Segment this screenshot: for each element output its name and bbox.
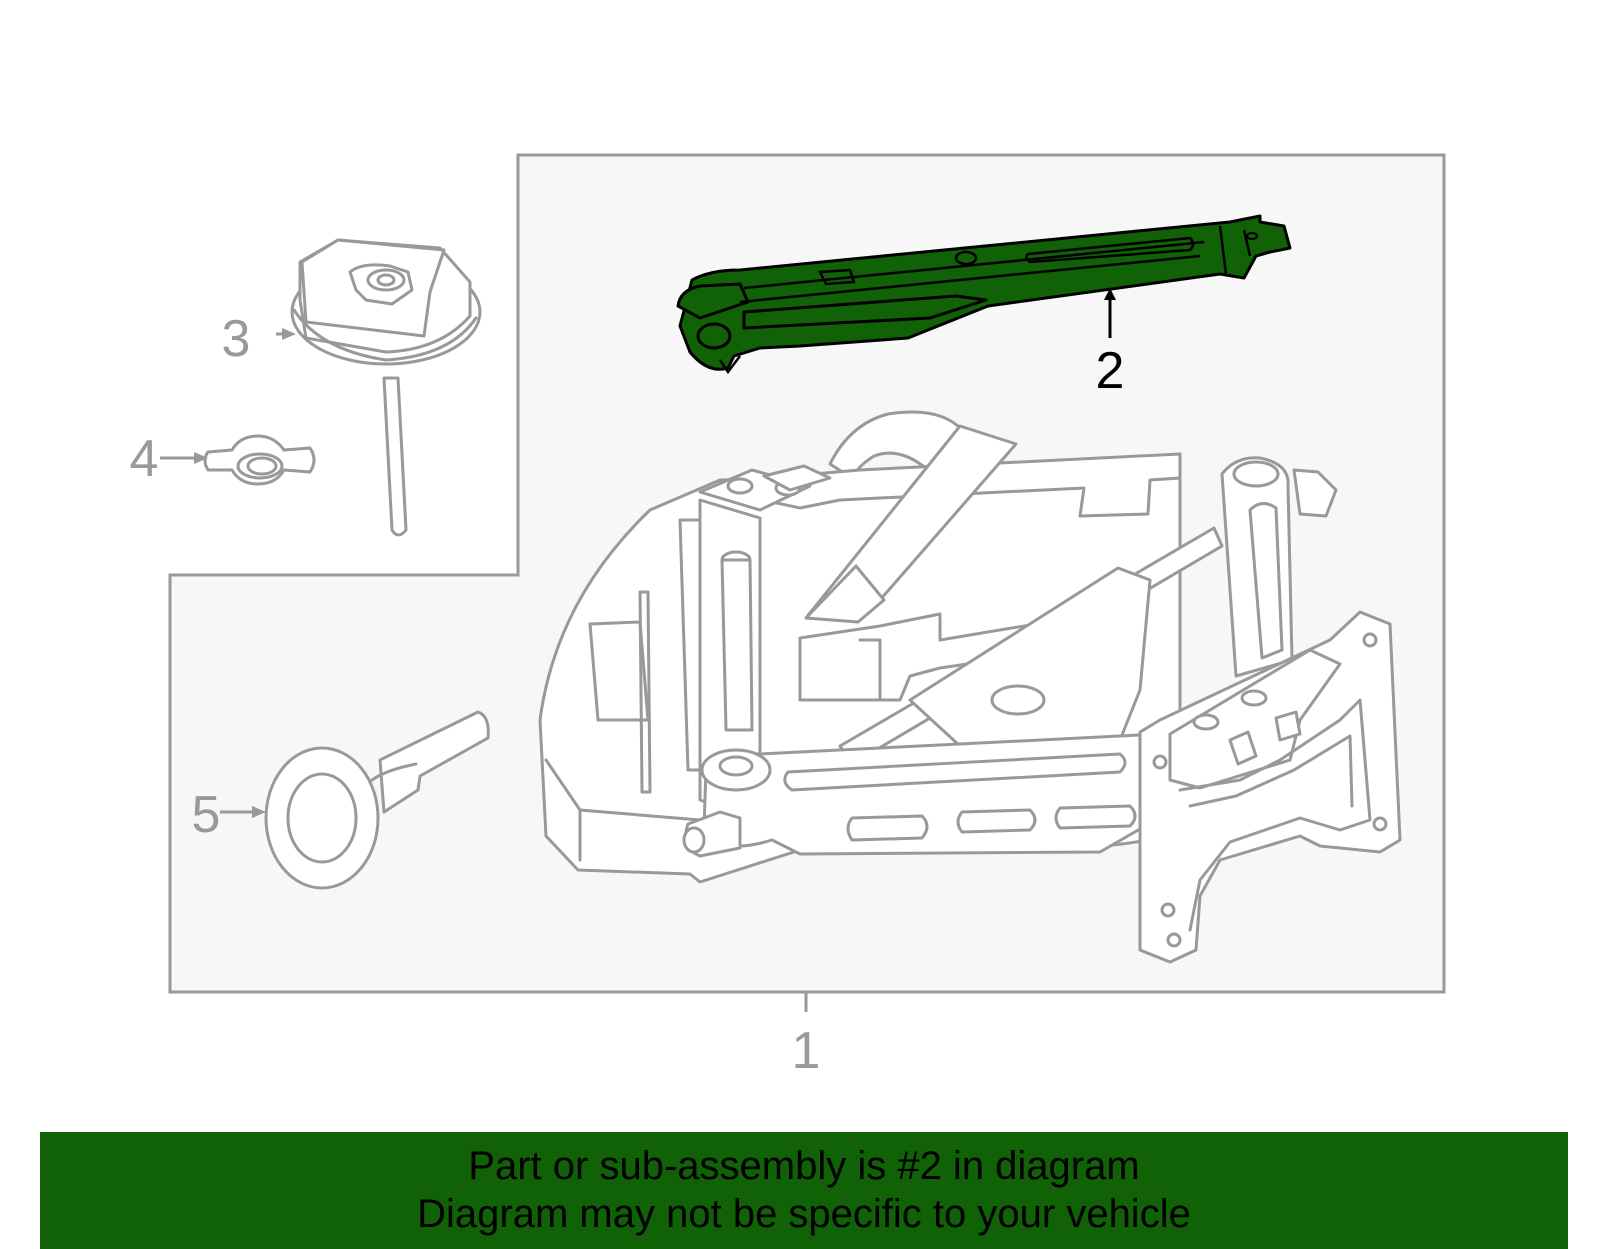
- callout-5-number: 5: [192, 786, 221, 844]
- callout-2-number: 2: [1096, 342, 1125, 400]
- callout-2-arrow: [1104, 288, 1116, 338]
- part-3-retainer-knob[interactable]: [290, 238, 482, 537]
- callout-4-arrow: [160, 452, 208, 464]
- part-1-jack-assembly[interactable]: [538, 410, 1402, 964]
- callout-3-arrow: [276, 328, 296, 340]
- callout-1-number: 1: [792, 1022, 821, 1080]
- info-banner: Part or sub-assembly is #2 in diagram Di…: [40, 1132, 1568, 1249]
- banner-line-1: Part or sub-assembly is #2 in diagram: [468, 1144, 1140, 1188]
- callout-4-number: 4: [130, 430, 159, 488]
- part-5-tow-eye[interactable]: [264, 710, 490, 890]
- callout-5-arrow: [220, 806, 266, 818]
- part-2-jack-handle-highlighted[interactable]: [676, 214, 1292, 375]
- callout-3-number: 3: [222, 310, 251, 368]
- banner-line-2: Diagram may not be specific to your vehi…: [417, 1192, 1191, 1236]
- part-4-wing-nut[interactable]: [203, 434, 316, 486]
